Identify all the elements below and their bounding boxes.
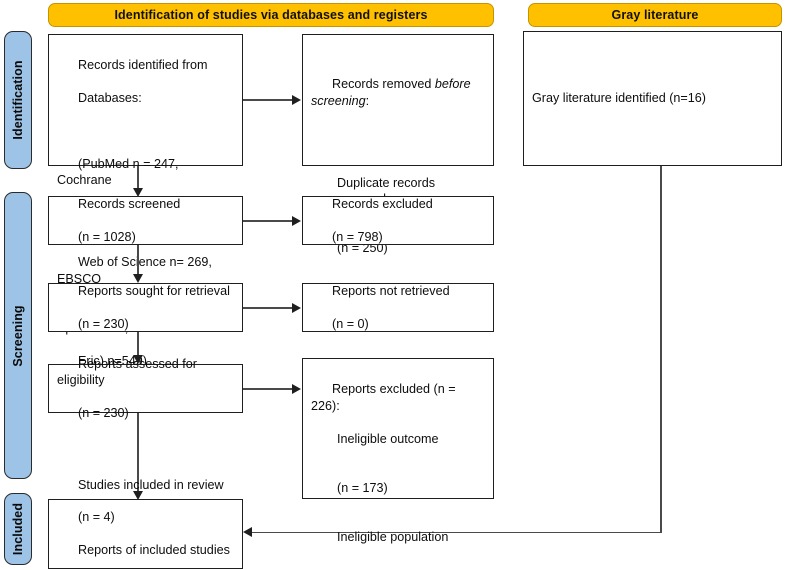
banner-identification-databases-label: Identification of studies via databases …	[114, 8, 428, 22]
reports-excluded-reason-2: Ineligible population	[337, 530, 449, 545]
connector-identified-to-screened	[137, 166, 139, 190]
phase-tab-identification: Identification	[4, 31, 32, 169]
node-reports-sought: Reports sought for retrieval (n = 230)	[48, 283, 243, 332]
arrow-identified-to-removed	[292, 94, 301, 105]
node-reports-sought-text: Reports sought for retrieval (n = 230)	[49, 266, 242, 348]
connector-identified-to-removed	[243, 99, 293, 101]
connector-screened-to-excluded	[243, 220, 293, 222]
reports-assessed-line2: (n = 230)	[78, 405, 129, 420]
connector-sought-to-assessed	[137, 332, 139, 357]
records-excluded-line2: (n = 798)	[332, 229, 383, 244]
reports-not-retrieved-line1: Reports not retrieved	[332, 283, 450, 298]
records-excluded-line1: Records excluded	[332, 196, 433, 211]
reports-excluded-header: Reports excluded (n = 226):	[311, 382, 460, 413]
records-identified-line1: Records identified from	[78, 58, 208, 73]
arrow-sought-to-not-retrieved	[292, 302, 301, 313]
arrow-sought-to-assessed	[132, 355, 143, 364]
arrow-assessed-to-excluded	[292, 383, 301, 394]
reports-sought-line2: (n = 230)	[78, 316, 129, 331]
banner-gray-literature: Gray literature	[528, 3, 782, 27]
reports-not-retrieved-line2: (n = 0)	[332, 316, 369, 331]
node-gray-literature: Gray literature identified (n=16)	[523, 31, 782, 166]
node-reports-excluded-text: Reports excluded (n = 226): Ineligible o…	[303, 359, 493, 570]
connector-sought-to-not-retrieved	[243, 307, 293, 309]
node-records-excluded-text: Records excluded (n = 798)	[303, 179, 493, 261]
records-identified-line4: (PubMed n = 247, Cochrane	[57, 156, 182, 188]
studies-included-line3: Reports of included studies	[78, 543, 230, 558]
phase-tab-screening-label: Screening	[11, 304, 25, 367]
arrow-screened-to-sought	[132, 274, 143, 283]
arrow-gray-to-included	[243, 527, 252, 537]
records-identified-line2: Databases:	[78, 91, 142, 106]
records-removed-title-italic: before screening	[311, 77, 475, 108]
node-reports-not-retrieved: Reports not retrieved (n = 0)	[302, 283, 494, 332]
records-removed-title-prefix: Records removed	[332, 77, 435, 92]
connector-assessed-to-included	[137, 413, 139, 493]
arrow-assessed-to-included	[132, 491, 143, 500]
banner-gray-literature-label: Gray literature	[611, 8, 699, 22]
node-gray-literature-text: Gray literature identified (n=16)	[532, 91, 706, 106]
banner-identification-databases: Identification of studies via databases …	[48, 3, 494, 27]
node-reports-assessed: Reports assessed for eligibility (n = 23…	[48, 357, 243, 420]
connector-screened-to-sought	[137, 245, 139, 276]
node-reports-assessed-text: Reports assessed for eligibility (n = 23…	[49, 339, 242, 437]
reports-sought-line1: Reports sought for retrieval	[78, 283, 230, 298]
arrow-screened-to-excluded	[292, 215, 301, 226]
node-records-screened-text: Records screened (n = 1028)	[49, 179, 242, 261]
records-identified-line6: Web of Science n= 269, EBSCO	[57, 255, 216, 286]
records-screened-line2: (n = 1028)	[78, 229, 136, 244]
connector-gray-horizontal	[252, 531, 661, 534]
node-studies-included: Studies included in review (n = 4) Repor…	[48, 478, 243, 569]
node-records-identified: Records identified from Databases: (PubM…	[48, 34, 243, 368]
node-reports-excluded: Reports excluded (n = 226): Ineligible o…	[302, 358, 494, 544]
studies-included-line2: (n = 4)	[78, 510, 115, 525]
records-removed-title-suffix: :	[365, 93, 370, 108]
phase-tab-included: Included	[4, 493, 32, 565]
node-records-removed-text: Records removed before screening: Duplic…	[303, 35, 493, 290]
phase-tab-identification-label: Identification	[11, 60, 25, 140]
node-records-removed: Records removed before screening: Duplic…	[302, 34, 494, 255]
node-studies-included-text: Studies included in review (n = 4) Repor…	[49, 460, 242, 570]
phase-tab-screening: Screening	[4, 192, 32, 479]
node-records-screened: Records screened (n = 1028)	[48, 196, 243, 245]
reports-assessed-line1: Reports assessed for eligibility	[57, 356, 201, 388]
reports-excluded-reason-0: Ineligible outcome	[337, 431, 439, 446]
connector-assessed-to-excluded	[243, 388, 293, 390]
node-reports-not-retrieved-text: Reports not retrieved (n = 0)	[303, 266, 493, 348]
connector-gray-vertical	[660, 166, 662, 533]
studies-included-line1: Studies included in review	[78, 477, 224, 492]
reports-excluded-reason-1: (n = 173)	[337, 480, 388, 495]
node-records-excluded: Records excluded (n = 798)	[302, 196, 494, 245]
arrow-identified-to-screened	[132, 188, 143, 197]
phase-tab-included-label: Included	[11, 502, 25, 556]
records-screened-line1: Records screened	[78, 196, 181, 211]
